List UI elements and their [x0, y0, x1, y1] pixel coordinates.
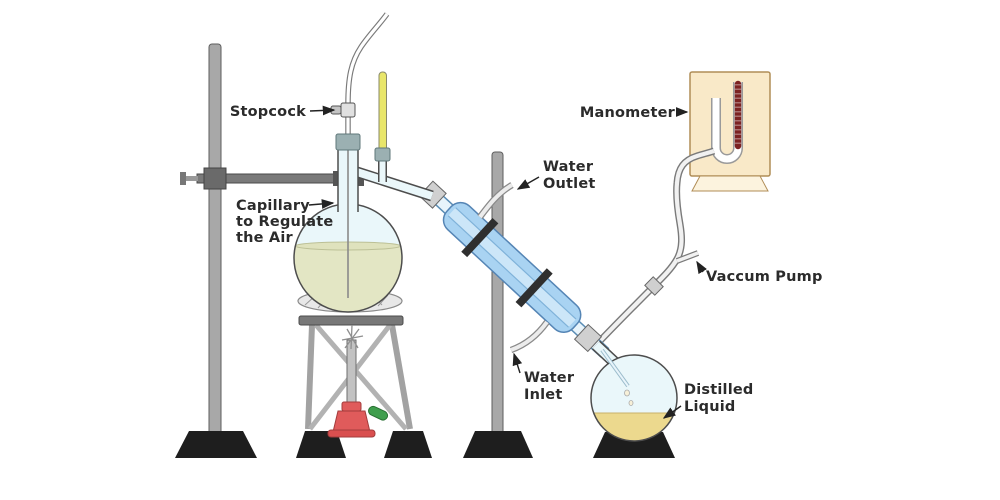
- burner-collar: [341, 401, 362, 412]
- condenser-bottom-adapter: [573, 323, 603, 353]
- stopcock-arrow: [309, 105, 336, 116]
- flask-stopper: [335, 133, 361, 151]
- capillary-label-line3: the Air: [236, 230, 294, 246]
- annotations: Stopcock Capillary to Regulate the Air W…: [230, 104, 823, 419]
- clamp-jaw: [333, 171, 341, 186]
- droplet: [628, 400, 634, 406]
- tripod-foot: [296, 431, 346, 458]
- left-stand: [175, 43, 257, 458]
- condenser-clamp: [461, 217, 499, 258]
- droplet: [624, 389, 630, 397]
- left-stand-pole: [208, 43, 222, 437]
- capillary-label-line2: to Regulate: [236, 214, 333, 230]
- thermometer-collar: [374, 147, 391, 162]
- manometer-label: Manometer: [580, 105, 676, 121]
- tube-coupling: [644, 276, 664, 296]
- tripod-leg: [305, 324, 315, 430]
- capillary-label-line1: Capillary: [236, 198, 310, 214]
- burner-gas-valve: [368, 405, 389, 421]
- manometer-foot: [691, 175, 769, 192]
- stand-clamp: [180, 167, 364, 190]
- burner-base: [327, 429, 376, 438]
- condenser: [418, 180, 610, 358]
- distilled-liquid-label-line1: Distilled: [684, 382, 754, 398]
- tripod-plate: [298, 315, 404, 326]
- receiving-flask-base: [593, 432, 675, 458]
- tripod: [296, 315, 432, 458]
- condenser-clamp: [515, 268, 553, 308]
- stopcock-valve: [330, 102, 356, 118]
- burner-body: [332, 410, 371, 433]
- tripod-foot: [384, 431, 432, 458]
- clamp-screw: [184, 176, 198, 181]
- water-outlet-arrow: [516, 176, 540, 190]
- distillation-flask: [293, 12, 434, 313]
- tripod-leg: [389, 324, 413, 430]
- condenser-jacket-inner-band: [448, 207, 577, 328]
- condenser-stand-base: [463, 431, 533, 458]
- tripod-leg: [314, 323, 408, 431]
- bunsen-burner: [327, 324, 389, 438]
- receiving-flask: [590, 340, 678, 442]
- water-inlet-label-line2: Inlet: [524, 387, 562, 403]
- distilled-liquid-arrow: [662, 405, 682, 419]
- clamp-boss: [203, 167, 227, 190]
- capillary-arrow: [308, 199, 335, 209]
- left-stand-base: [175, 431, 257, 458]
- manometer: [689, 71, 771, 192]
- flame-sketch: [341, 324, 364, 350]
- water-inlet-arrow: [512, 352, 523, 374]
- distilled-liquid-label-line2: Liquid: [684, 399, 735, 415]
- vacuum-pump-arrow: [696, 260, 707, 275]
- water-outlet-label-line2: Outlet: [543, 176, 596, 192]
- water-outlet-label-line1: Water: [543, 159, 594, 175]
- vacuum-tubing: [595, 147, 716, 346]
- vacuum-pump-label: Vaccum Pump: [706, 269, 823, 285]
- thermometer: [378, 71, 387, 155]
- water-inlet-label-line1: Water: [524, 370, 575, 386]
- clamp-screw-wing: [180, 172, 186, 185]
- stopcock-label: Stopcock: [230, 104, 306, 120]
